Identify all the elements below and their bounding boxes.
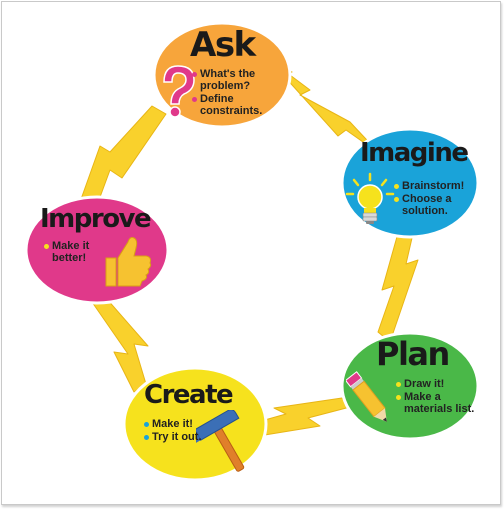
bullet-item: Define constraints.	[192, 93, 288, 117]
bullet-item: Make it!	[144, 418, 214, 430]
thumbs-up-icon	[105, 237, 152, 287]
step-title: Ask	[190, 25, 256, 65]
step-title: Imagine	[360, 138, 469, 168]
bullet-item: Brainstorm!	[394, 180, 478, 192]
step-improve: Improve Make it better!	[22, 194, 172, 306]
step-title: Improve	[40, 204, 152, 234]
bullet-item: Choose a solution.	[394, 193, 478, 217]
pencil-icon	[346, 371, 387, 422]
create-bullets: Make it! Try it out.	[144, 418, 214, 444]
bullet-item: Make it better!	[44, 240, 102, 264]
bullet-item: What's the problem?	[192, 68, 288, 92]
question-mark-icon	[163, 65, 195, 118]
step-plan: Plan Draw it! Make a materials list.	[338, 330, 482, 442]
bullet-item: Make a materials list.	[396, 391, 476, 415]
bullet-item: Draw it!	[396, 378, 476, 390]
step-title: Create	[144, 380, 234, 410]
step-imagine: Imagine Brainstorm! Choose a solution.	[338, 126, 482, 240]
step-create: Create Make it! Try it out.	[120, 364, 270, 484]
step-ask: Ask What's the problem? Define constrain…	[150, 20, 294, 130]
hammer-icon	[196, 410, 245, 472]
ask-bullets: What's the problem? Define constraints.	[192, 68, 288, 118]
bullet-item: Try it out.	[144, 431, 214, 443]
plan-bullets: Draw it! Make a materials list.	[396, 378, 476, 416]
improve-bullets: Make it better!	[44, 240, 102, 265]
ask-oval	[152, 21, 292, 129]
imagine-bullets: Brainstorm! Choose a solution.	[394, 180, 478, 218]
step-title: Plan	[376, 335, 450, 373]
bolt-imagine-to-plan	[377, 225, 419, 343]
bolt-improve-to-ask	[79, 105, 167, 209]
lightbulb-icon	[345, 172, 395, 224]
